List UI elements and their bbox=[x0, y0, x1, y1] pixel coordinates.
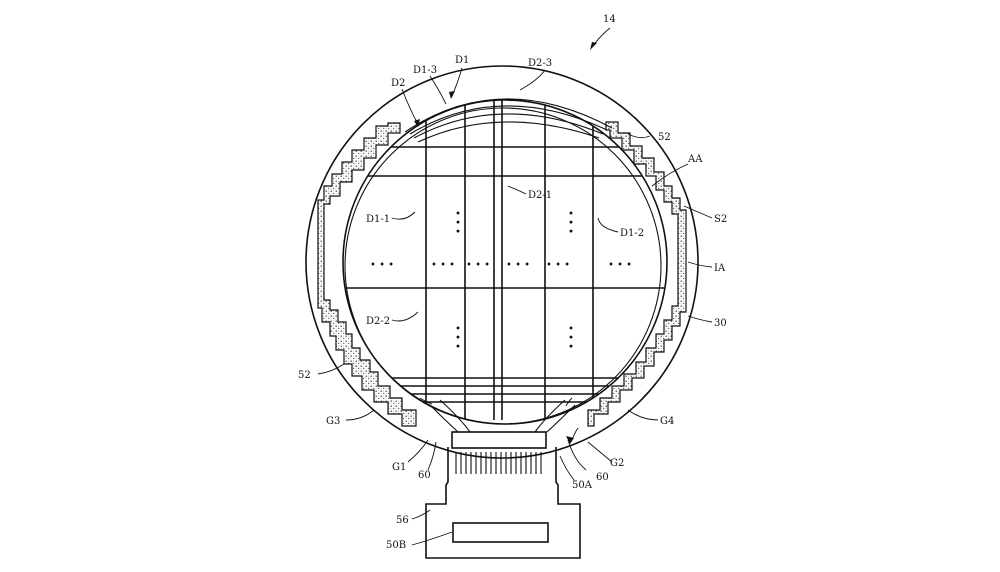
connector-pins bbox=[455, 452, 542, 474]
data-line-grid bbox=[343, 100, 667, 420]
label-s2: S2 bbox=[714, 214, 727, 225]
left-gate-driver-region bbox=[317, 122, 417, 427]
d2-arrowhead bbox=[414, 119, 420, 127]
label-50a: 50A bbox=[572, 480, 593, 491]
figure-number-label: 14 bbox=[603, 14, 616, 25]
ellipsis-5: • • • bbox=[546, 260, 570, 271]
ellipsis-2: • • • bbox=[431, 260, 455, 271]
label-g4: G4 bbox=[660, 416, 674, 427]
driver-chip bbox=[452, 522, 549, 543]
connector-pad bbox=[451, 431, 547, 449]
ellipsis-6: • • • bbox=[608, 260, 632, 271]
routing-arc-2 bbox=[409, 105, 608, 135]
label-ia: IA bbox=[714, 263, 726, 274]
label-52-top: 52 bbox=[658, 132, 671, 143]
d1-arrowhead bbox=[449, 91, 455, 99]
g2-arrowhead bbox=[566, 436, 574, 444]
ellipsis-4: • • • bbox=[506, 260, 530, 271]
label-g2: G2 bbox=[610, 458, 624, 469]
ellipsis-v4: • • • bbox=[564, 325, 575, 349]
ellipsis-v2: • • • bbox=[564, 210, 575, 234]
inner-boundary-circle bbox=[344, 107, 662, 425]
ellipsis-group: • • • • • • • • • • • • • • • • • • • • … bbox=[370, 210, 632, 349]
fanout-lines bbox=[429, 399, 576, 433]
label-d2-2: D2-2 bbox=[366, 316, 390, 327]
outer-housing-circle bbox=[305, 65, 699, 459]
label-g1: G1 bbox=[392, 462, 406, 473]
label-60-left: 60 bbox=[418, 470, 431, 481]
routing-arc-1 bbox=[404, 98, 613, 133]
routing-arc-4 bbox=[417, 121, 600, 143]
label-d1-1: D1-1 bbox=[366, 214, 390, 225]
ellipsis-3: • • • bbox=[466, 260, 490, 271]
routing-arc-3 bbox=[413, 113, 604, 139]
ellipsis-v1: • • • bbox=[451, 210, 462, 234]
ellipsis-v3: • • • bbox=[451, 325, 462, 349]
label-60-right: 60 bbox=[596, 472, 609, 483]
label-aa: AA bbox=[687, 154, 703, 165]
label-50b: 50B bbox=[386, 540, 406, 551]
label-g3: G3 bbox=[326, 416, 340, 427]
label-d2: D2 bbox=[391, 78, 405, 89]
label-30: 30 bbox=[714, 318, 727, 329]
label-d1-2: D1-2 bbox=[620, 228, 644, 239]
label-d1-3: D1-3 bbox=[413, 65, 437, 76]
right-gate-driver-region bbox=[587, 121, 687, 427]
label-52-left: 52 bbox=[298, 370, 311, 381]
label-56: 56 bbox=[396, 515, 409, 526]
label-d2-1: D2-1 bbox=[528, 190, 552, 201]
label-d2-3: D2-3 bbox=[528, 58, 552, 69]
ellipsis-1: • • • bbox=[370, 260, 394, 271]
figure-number-arrowhead bbox=[590, 42, 597, 50]
label-d1: D1 bbox=[455, 55, 469, 66]
flexible-circuit bbox=[425, 447, 581, 559]
